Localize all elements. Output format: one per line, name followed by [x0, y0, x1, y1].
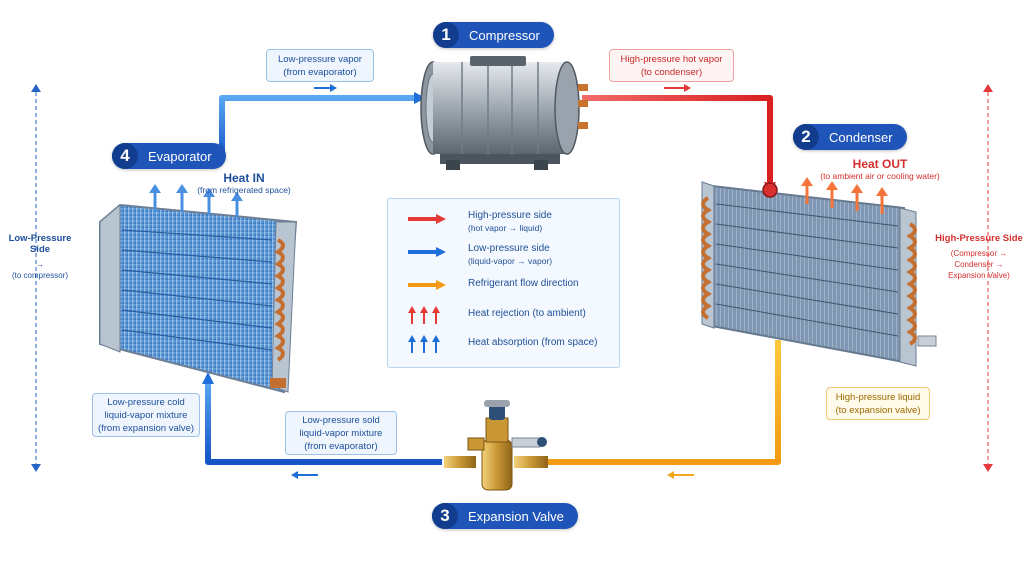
blue-up-arrows-icon	[408, 335, 440, 353]
return-flow-line3: (from evaporator)	[304, 440, 378, 452]
return-flow-label: Low-pressure sold liquid-vapor mixture (…	[285, 411, 397, 455]
evap-inlet-line2: liquid-vapor mixture	[104, 409, 188, 421]
discharge-flow-label: High-pressure hot vapor (to condenser)	[609, 49, 734, 82]
heat-out-title: Heat OUT	[852, 157, 908, 171]
flow-arrow-liquid	[667, 471, 694, 479]
legend-item-heat-rejection: Heat rejection (to ambient)	[388, 300, 619, 330]
expansion-valve-title: Expansion Valve	[468, 508, 564, 524]
flow-arrow-suction	[314, 84, 337, 92]
evaporator-number-badge: 4	[112, 143, 138, 169]
heat-out-subtitle: (to ambient air or cooling water)	[820, 171, 940, 181]
legend-low-pressure-label: Low-pressure side	[468, 243, 550, 254]
liquid-flow-line1: High-pressure liquid	[835, 391, 921, 403]
legend: High-pressure side (hot vapor → liquid) …	[387, 198, 620, 368]
low-pressure-side-line2: (to compressor)	[11, 271, 68, 280]
liquid-flow-label: High-pressure liquid (to expansion valve…	[826, 387, 930, 420]
heat-in-title: Heat IN	[223, 171, 265, 185]
discharge-flow-line1: High-pressure hot vapor	[620, 53, 723, 65]
expansion-valve-icon	[444, 400, 548, 491]
legend-item-flow-direction: Refrigerant flow direction	[388, 270, 619, 300]
legend-heat-rejection-label: Heat rejection (to ambient)	[468, 308, 586, 319]
heat-in-subtitle: (from refrigerated space)	[197, 185, 291, 195]
suction-line	[219, 95, 420, 158]
heat-out-arrows	[801, 177, 888, 214]
return-line-arrowhead	[202, 372, 214, 384]
condenser-number-badge: 2	[793, 124, 819, 150]
evaporator-coil-icon	[99, 203, 298, 394]
suction-flow-line2: (from evaporator)	[283, 66, 357, 78]
high-pressure-side-marker	[983, 84, 993, 472]
discharge-line	[582, 95, 773, 186]
condenser-title: Condenser	[829, 129, 893, 145]
flow-arrow-discharge	[664, 84, 691, 92]
legend-high-pressure-note: (hot vapor → liquid)	[468, 223, 543, 233]
evap-inlet-line1: Low-pressure cold	[107, 396, 185, 408]
low-pressure-side-marker	[31, 84, 41, 472]
expansion-valve-number-badge: 3	[432, 503, 458, 529]
legend-high-pressure-label: High-pressure side	[468, 210, 552, 221]
flow-arrow-return	[291, 471, 318, 479]
liquid-line	[548, 340, 781, 465]
condenser-coil-icon	[701, 181, 937, 367]
low-pressure-side-label: Low-Pressure Side → (to compressor)	[0, 233, 80, 281]
high-pressure-side-title: High-Pressure Side	[935, 233, 1023, 244]
suction-flow-line1: Low-pressure vapor	[278, 53, 362, 65]
blue-arrow-icon	[408, 247, 446, 257]
high-pressure-side-line3: Expansion Valve)	[948, 271, 1010, 280]
liquid-flow-line2: (to expansion valve)	[835, 404, 921, 416]
legend-item-low-pressure: Low-pressure side (liquid-vapor → vapor)	[388, 237, 619, 267]
suction-flow-label: Low-pressure vapor (from evaporator)	[266, 49, 374, 82]
evaporator-label: 4 Evaporator	[112, 143, 226, 169]
suction-line-arrowhead	[414, 92, 426, 104]
return-flow-line1: Low-pressure sold	[302, 414, 380, 426]
heat-in-arrows	[149, 184, 243, 218]
return-flow-line2: liquid-vapor mixture	[299, 427, 383, 439]
heat-in-label: Heat IN (from refrigerated space)	[184, 171, 304, 195]
discharge-flow-line2: (to condenser)	[640, 66, 703, 78]
legend-item-high-pressure: High-pressure side (hot vapor → liquid)	[388, 204, 619, 234]
heat-out-label: Heat OUT (to ambient air or cooling wate…	[806, 157, 954, 181]
compressor-label: 1 Compressor	[433, 22, 554, 48]
condenser-label: 2 Condenser	[793, 124, 907, 150]
low-pressure-side-title: Low-Pressure Side	[8, 233, 72, 255]
compressor-title: Compressor	[469, 27, 540, 43]
legend-item-heat-absorption: Heat absorption (from space)	[388, 329, 619, 359]
evaporator-title: Evaporator	[148, 148, 212, 164]
legend-low-pressure-note: (liquid-vapor → vapor)	[468, 256, 553, 266]
red-arrow-icon	[408, 214, 446, 224]
orange-arrow-icon	[408, 280, 446, 290]
high-pressure-side-line2: Condenser →	[954, 260, 1004, 269]
expansion-valve-label: 3 Expansion Valve	[432, 503, 578, 529]
high-pressure-side-line1: (Compressor →	[950, 249, 1008, 258]
compressor-icon	[420, 56, 588, 170]
legend-heat-absorption-label: Heat absorption (from space)	[468, 337, 598, 348]
evaporator-inlet-label: Low-pressure cold liquid-vapor mixture (…	[92, 393, 200, 437]
evap-inlet-line3: (from expansion valve)	[97, 422, 195, 434]
high-pressure-side-label: High-Pressure Side (Compressor → Condens…	[934, 233, 1024, 281]
low-pressure-side-line1: →	[36, 260, 44, 269]
compressor-number-badge: 1	[433, 22, 459, 48]
legend-flow-direction-label: Refrigerant flow direction	[468, 278, 579, 289]
return-line	[205, 380, 442, 465]
red-up-arrows-icon	[408, 306, 440, 324]
